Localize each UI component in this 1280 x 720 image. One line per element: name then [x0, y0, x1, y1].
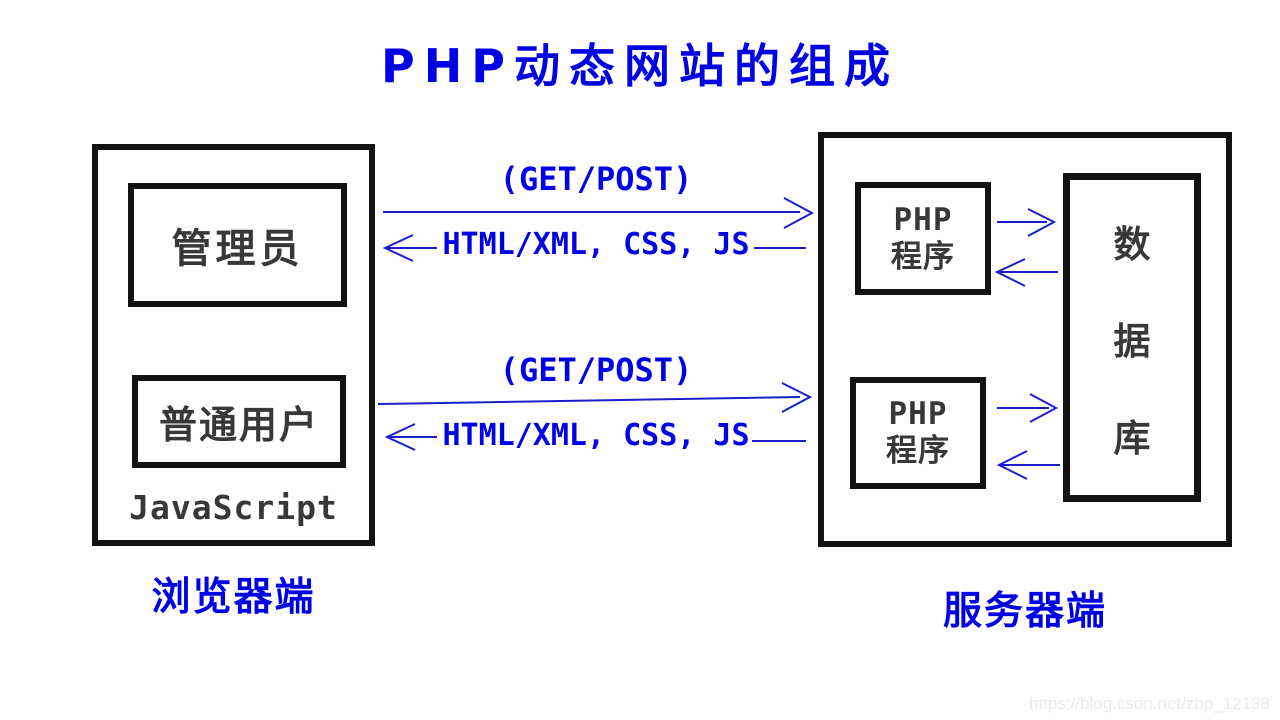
db-read-arrow-bottom-icon: [996, 450, 1060, 480]
database-box: 数 据 库: [1063, 173, 1201, 502]
user-label: 普通用户: [158, 403, 319, 447]
server-caption: 服务器端: [942, 589, 1107, 634]
request-arrow-bottom-icon: [377, 382, 813, 413]
php-bottom-line2: 程序: [886, 433, 950, 469]
database-char-3: 库: [1113, 416, 1151, 460]
javascript-label: JavaScript: [129, 488, 338, 527]
response-arrow-bottom-icon: [384, 423, 806, 451]
user-box: 普通用户: [132, 375, 346, 468]
admin-box: 管理员: [128, 183, 347, 307]
db-read-arrow-top-icon: [994, 258, 1058, 287]
browser-box: [92, 144, 375, 546]
database-char-1: 数: [1113, 222, 1151, 266]
php-top-line2: 程序: [891, 238, 955, 275]
response-arrow-top-icon: [382, 234, 806, 262]
response-label-bottom: HTML/XML, CSS, JS: [442, 418, 750, 453]
php-bottom-line1: PHP: [888, 396, 948, 433]
server-box: [818, 132, 1232, 547]
browser-caption: 浏览器端: [151, 575, 316, 620]
db-write-arrow-top-icon: [997, 208, 1057, 237]
request-label-top: (GET/POST): [499, 160, 693, 198]
page-title: PHP动态网站的组成: [381, 39, 899, 93]
watermark-text: https://blog.csdn.net/zbp_12138: [1028, 694, 1270, 713]
request-label-bottom: (GET/POST): [499, 351, 693, 389]
request-arrow-top-icon: [383, 197, 815, 229]
php-program-box-bottom: PHP 程序: [850, 377, 986, 489]
response-label-top: HTML/XML, CSS, JS: [442, 227, 750, 262]
php-top-line1: PHP: [893, 201, 953, 238]
db-write-arrow-bottom-icon: [997, 393, 1059, 423]
admin-label: 管理员: [171, 226, 304, 272]
database-char-2: 据: [1113, 319, 1151, 363]
php-program-box-top: PHP 程序: [855, 182, 991, 295]
